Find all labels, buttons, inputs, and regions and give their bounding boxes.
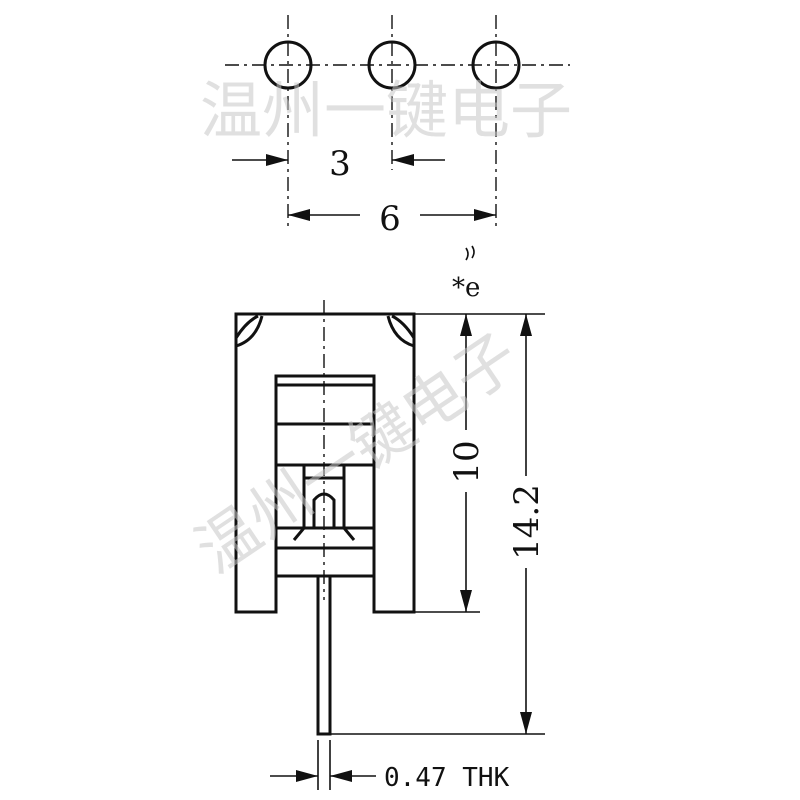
span-dimension: 6 — [288, 199, 496, 239]
span-label: 6 — [379, 199, 401, 239]
pin-hole-1 — [263, 40, 313, 90]
thickness-label: 0.47 THK — [384, 763, 510, 793]
pin-hole-pattern — [225, 15, 570, 230]
pin-hole-2 — [367, 40, 417, 90]
pin-hole-3 — [471, 40, 521, 90]
component-body — [234, 300, 416, 736]
watermark-top: 温州一键电子 — [200, 74, 572, 147]
note-mark-label: *e — [452, 273, 480, 303]
pitch-dimension: 3 — [232, 144, 445, 184]
total-height-label: 14.2 — [507, 484, 547, 560]
pitch-label: 3 — [329, 144, 351, 184]
note-mark: *e — [452, 245, 480, 303]
thickness-dimension: 0.47 THK — [270, 740, 510, 793]
body-height-label: 10 — [447, 440, 487, 483]
body-height-dimension: 10 — [447, 314, 487, 612]
total-height-dimension: 14.2 — [507, 314, 547, 734]
